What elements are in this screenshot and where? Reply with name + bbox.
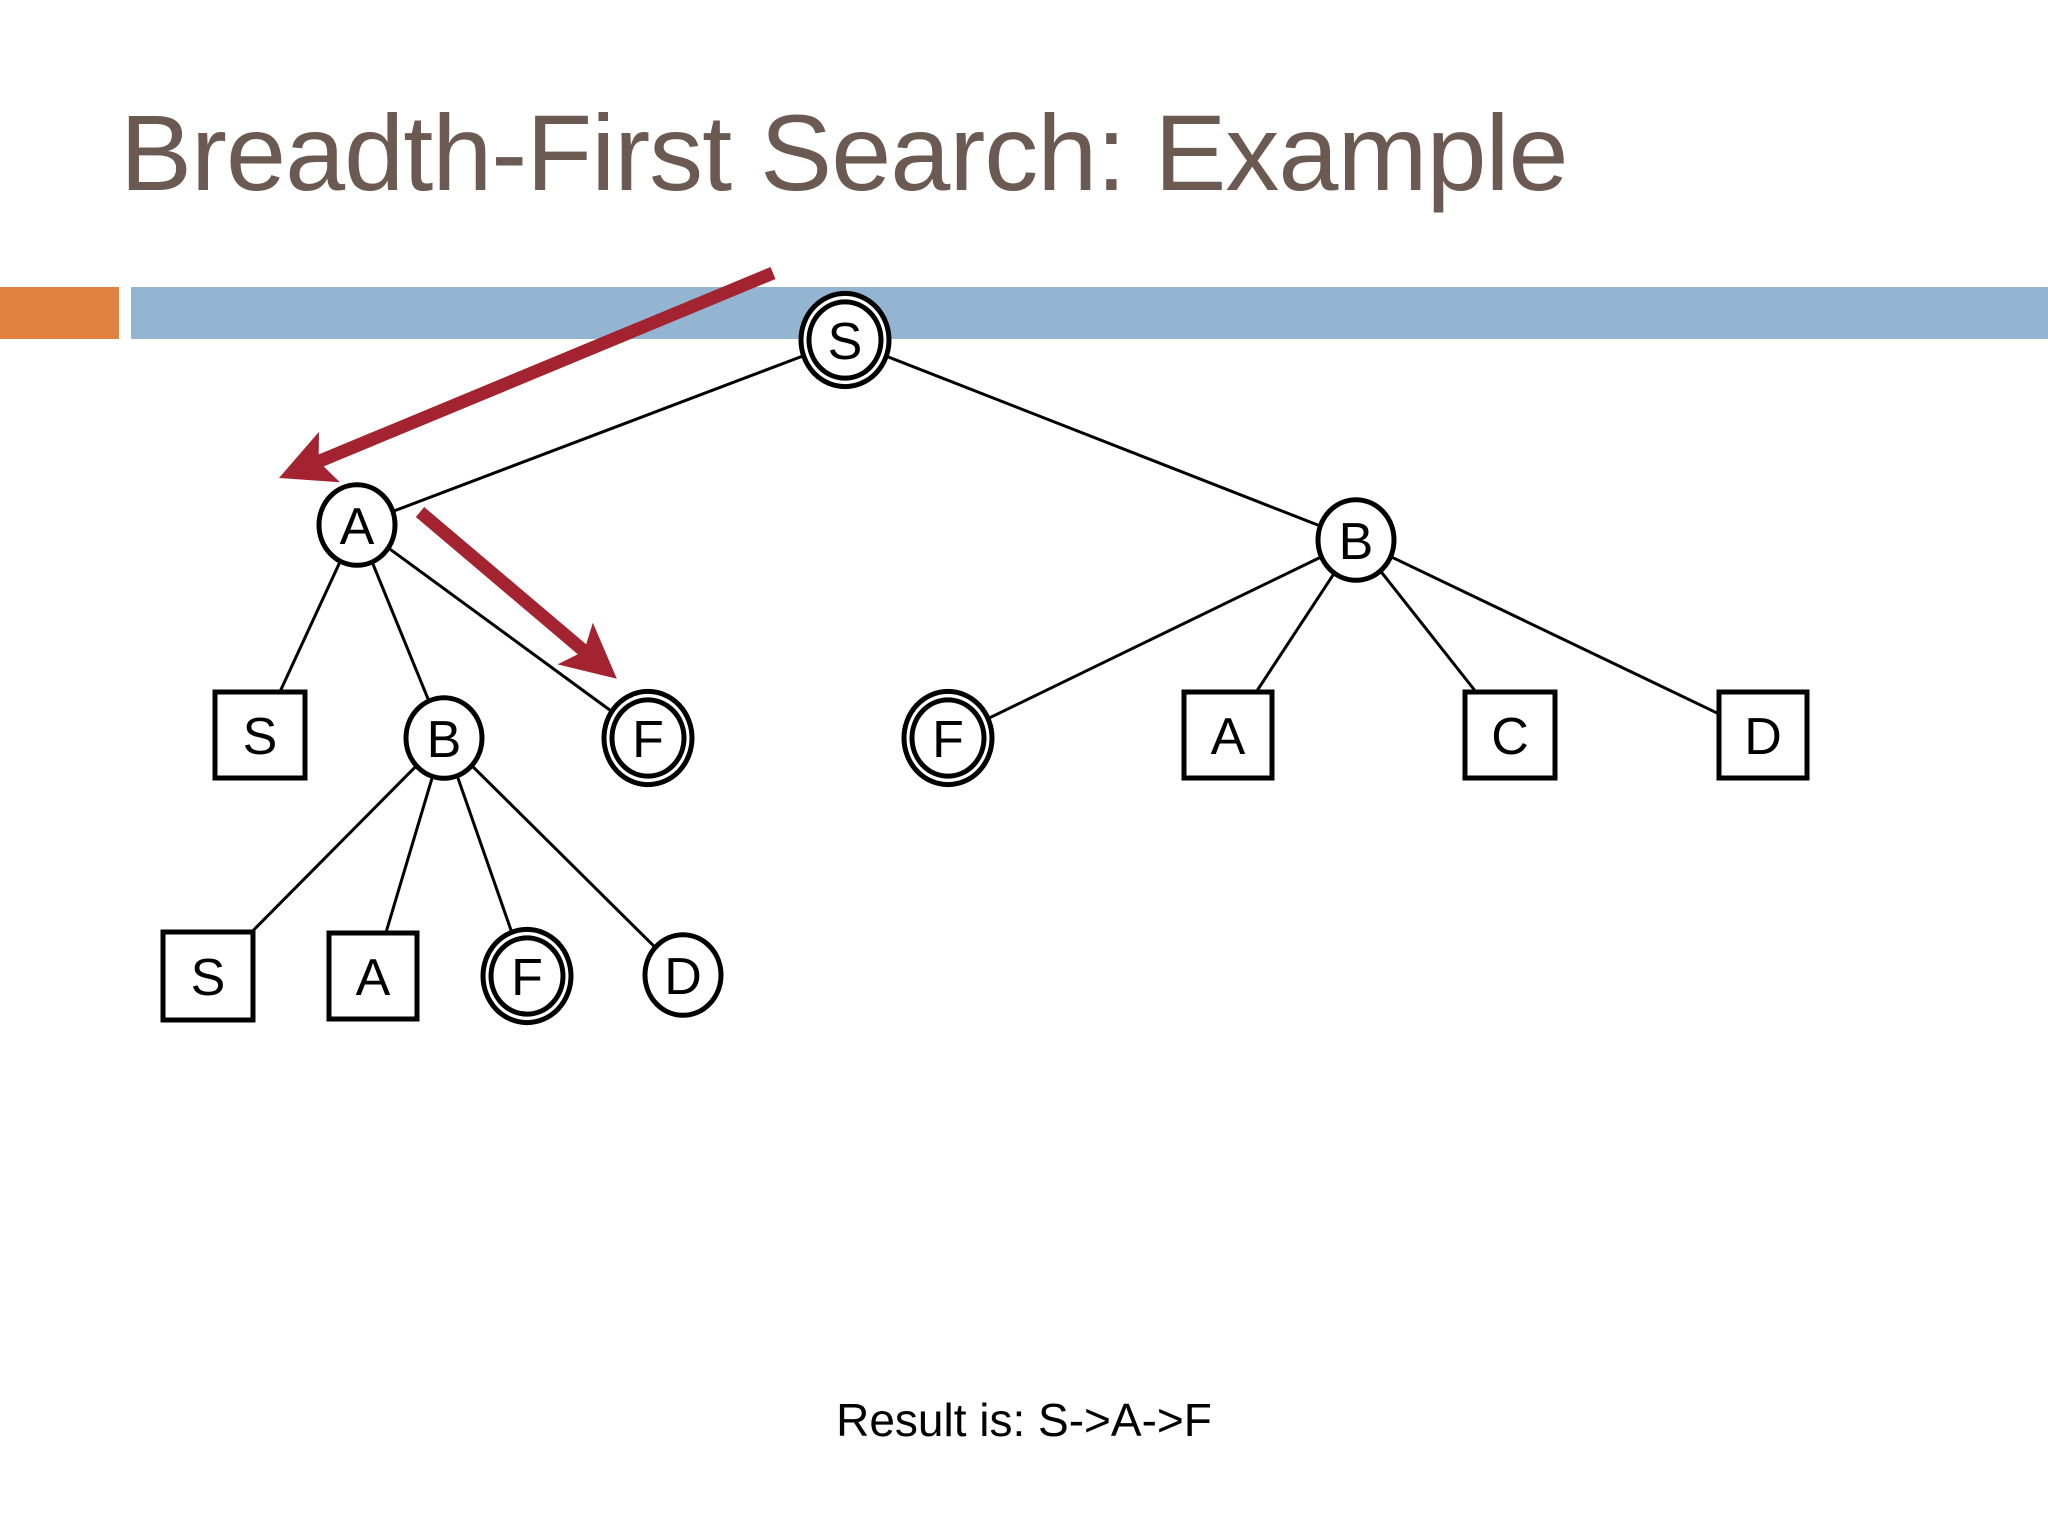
- tree-edge: [469, 763, 658, 950]
- accent-bar-blue: [131, 287, 2048, 339]
- tree-edge: [250, 763, 419, 934]
- tree-node-l2-b-c[interactable]: C: [1462, 689, 1558, 781]
- node-circle-outline: [316, 482, 398, 568]
- node-circle-outline: [642, 932, 724, 1018]
- node-square-outline: [326, 930, 420, 1022]
- node-square-outline: [212, 689, 308, 781]
- tree-node-l1-a[interactable]: A: [316, 482, 398, 568]
- tree-edge: [1378, 568, 1478, 693]
- node-label: A: [356, 949, 391, 1007]
- tree-annotation-layer: [278, 266, 776, 679]
- tree-edges-layer: [250, 354, 1720, 950]
- node-label: F: [511, 949, 543, 1007]
- arrow-to-f-icon: [415, 507, 617, 679]
- node-label: D: [664, 948, 702, 1006]
- tree-edge: [1389, 555, 1720, 716]
- tree-node-l1-b[interactable]: B: [1315, 497, 1397, 583]
- tree-edge: [986, 555, 1323, 721]
- node-inner-circle-outline: [488, 935, 566, 1017]
- result-caption: Result is: S->A->F: [836, 1394, 1212, 1446]
- tree-edge: [455, 773, 514, 935]
- page-title: Breadth-First Search: Example: [120, 92, 1569, 213]
- tree-edge: [885, 354, 1322, 528]
- tree-edge: [369, 559, 432, 704]
- tree-edge: [386, 546, 614, 714]
- tree-node-l3-f[interactable]: F: [480, 926, 574, 1026]
- node-square-outline: [1181, 689, 1275, 781]
- node-square-outline: [1462, 689, 1558, 781]
- node-label: S: [828, 313, 863, 371]
- node-inner-circle-outline: [909, 697, 987, 779]
- tree-node-l3-s[interactable]: S: [160, 929, 256, 1023]
- tree-node-l2-b-f[interactable]: F: [901, 688, 995, 788]
- arrow-to-a-icon: [278, 266, 776, 483]
- tree-edge: [278, 558, 343, 693]
- tree-node-l2-b-d[interactable]: D: [1716, 689, 1810, 781]
- node-label: A: [340, 498, 375, 556]
- node-label: F: [932, 711, 964, 769]
- node-inner-circle-outline: [609, 697, 687, 779]
- node-label: D: [1744, 708, 1782, 766]
- tree-node-l3-a[interactable]: A: [326, 930, 420, 1022]
- tree-node-l2-b-a[interactable]: A: [1181, 689, 1275, 781]
- node-label: A: [1211, 708, 1246, 766]
- tree-edge: [1254, 570, 1337, 693]
- tree-edge: [384, 773, 435, 934]
- node-label: B: [1339, 513, 1374, 571]
- tree-edge: [392, 354, 805, 513]
- node-label: C: [1491, 708, 1529, 766]
- node-square-outline: [1716, 689, 1810, 781]
- node-label: S: [243, 708, 278, 766]
- node-square-outline: [160, 929, 256, 1023]
- tree-node-l2-a-b[interactable]: B: [403, 695, 485, 781]
- tree-node-root-s[interactable]: S: [798, 290, 892, 390]
- accent-bar-orange: [0, 287, 119, 339]
- node-label: B: [427, 711, 462, 769]
- node-label: S: [191, 949, 226, 1007]
- node-inner-circle-outline: [806, 299, 884, 381]
- tree-node-l3-d[interactable]: D: [642, 932, 724, 1018]
- tree-node-l2-a-f[interactable]: F: [601, 688, 695, 788]
- tree-node-l2-a-s[interactable]: S: [212, 689, 308, 781]
- node-circle-outline: [403, 695, 485, 781]
- node-label: F: [632, 711, 664, 769]
- node-circle-outline: [1315, 497, 1397, 583]
- tree-nodes-layer: S A B S B F F A C D S A F D: [160, 290, 1810, 1026]
